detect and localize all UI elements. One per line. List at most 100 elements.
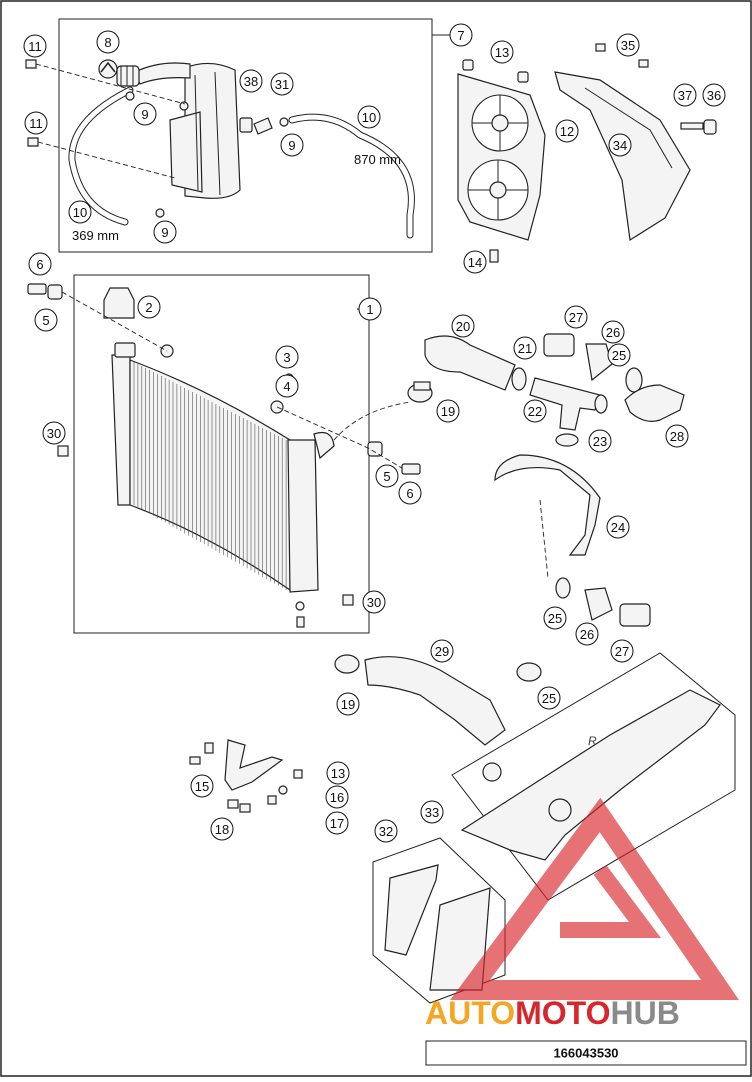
callout-label: 4 [283, 379, 290, 394]
callout-label: 30 [47, 426, 61, 441]
callout-5: 5 [34, 308, 58, 332]
callout-label: 10 [362, 110, 376, 125]
callout-10: 8 [96, 30, 120, 54]
callout-circle [24, 111, 48, 135]
bolt-6-top [27, 283, 47, 295]
callout-circle [358, 297, 382, 321]
callout-circle [608, 133, 632, 157]
callout-25: 18 [210, 817, 234, 841]
callout-circle [607, 343, 631, 367]
callout-16: 11 [23, 34, 47, 58]
screw-14 [489, 249, 499, 263]
callout-45: 32 [374, 819, 398, 843]
callout-14: 10 [357, 105, 381, 129]
callout-36: 26 [601, 320, 625, 344]
hose-clamps-19-25-lower [334, 654, 542, 682]
watermark-text: AUTOMOTOHUB [425, 995, 680, 1031]
callout-34: 25 [543, 606, 567, 630]
hose-clips [125, 91, 289, 218]
callout-circle [430, 639, 454, 663]
callout-circle [137, 295, 161, 319]
callout-label: 32 [379, 824, 393, 839]
callout-label: 19 [341, 697, 355, 712]
callout-circle [42, 421, 66, 445]
hose-24 [494, 454, 601, 556]
hose-length-870: 870 mm [354, 152, 401, 167]
callout-circle [275, 345, 299, 369]
callout-circle [270, 72, 294, 96]
callout-circle [398, 481, 422, 505]
callout-label: 25 [542, 691, 556, 706]
callout-27: 19 [336, 692, 360, 716]
callout-label: 1 [366, 302, 373, 317]
callout-label: 35 [621, 38, 635, 53]
callout-label: 22 [528, 404, 542, 419]
callout-circle [275, 374, 299, 398]
callout-2: 2 [137, 295, 161, 319]
callout-3: 3 [275, 345, 299, 369]
callout-33: 25 [607, 343, 631, 367]
callout-circle [555, 119, 579, 143]
dash-screw-11-top [35, 63, 186, 105]
callout-label: 10 [73, 205, 87, 220]
callout-label: 18 [215, 822, 229, 837]
trim-logo-mark: R [588, 734, 597, 748]
callout-26: 19 [436, 399, 460, 423]
callout-label: 6 [406, 486, 413, 501]
callout-label: 20 [456, 319, 470, 334]
callout-28: 20 [451, 314, 475, 338]
callout-22: 15 [190, 774, 214, 798]
callout-circle [513, 336, 537, 360]
callout-label: 9 [161, 225, 168, 240]
callout-46: 33 [420, 800, 444, 824]
callout-circle [28, 252, 52, 276]
callout-51: 38 [239, 69, 263, 93]
trim-group-frame-32 [372, 837, 506, 1004]
expansion-tank [134, 62, 241, 199]
bolt-6-lower [401, 463, 421, 475]
mounting-bracket-15 [189, 739, 303, 813]
callout-circle [325, 811, 349, 835]
radiator-cap [103, 287, 135, 319]
callout-label: 14 [468, 255, 482, 270]
o-ring-21 [511, 367, 527, 391]
callout-41: 29 [430, 639, 454, 663]
callout-label: 34 [613, 138, 627, 153]
callout-label: 19 [441, 404, 455, 419]
callout-circle [336, 692, 360, 716]
callout-label: 28 [670, 429, 684, 444]
callout-label: 23 [593, 434, 607, 449]
tank-cap [116, 65, 140, 87]
callout-8: 6 [398, 481, 422, 505]
callout-circle [490, 40, 514, 64]
expansion-tank-group-frame [58, 18, 433, 253]
callout-circle [616, 33, 640, 57]
callout-circle [68, 200, 92, 224]
callout-label: 7 [457, 28, 464, 43]
callout-43: 30 [362, 590, 386, 614]
bolt-37-bushing-36 [680, 119, 717, 135]
callout-31: 23 [588, 429, 612, 453]
callout-label: 33 [425, 805, 439, 820]
dash-mount-lower [276, 406, 403, 469]
callout-49: 36 [702, 83, 726, 107]
callout-label: 11 [28, 39, 42, 54]
fan-shroud [457, 73, 546, 241]
callout-label: 27 [615, 644, 629, 659]
callout-label: 25 [612, 348, 626, 363]
callout-circle [451, 314, 475, 338]
callout-circle [96, 30, 120, 54]
callout-9: 7 [449, 23, 473, 47]
vent-hose-870 [288, 113, 415, 239]
callout-circle [463, 250, 487, 274]
callout-label: 2 [145, 300, 152, 315]
callout-circle [133, 102, 157, 126]
air-guides-32 [384, 864, 491, 991]
callout-47: 34 [608, 133, 632, 157]
callout-label: 11 [29, 116, 43, 131]
callout-24: 17 [325, 811, 349, 835]
callout-label: 24 [611, 520, 625, 535]
callout-circle [325, 785, 349, 809]
